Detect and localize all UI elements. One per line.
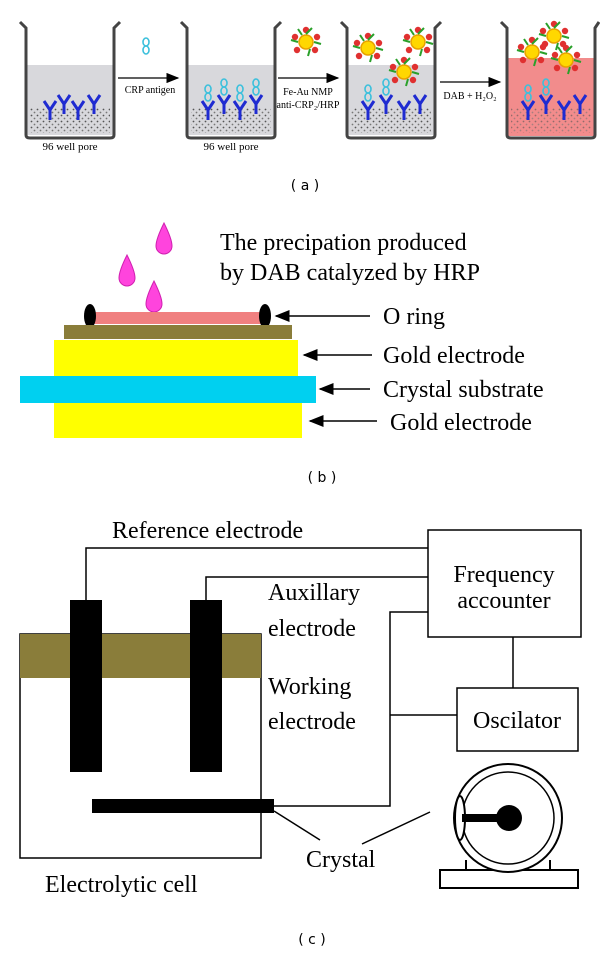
nanoparticle bbox=[538, 19, 570, 51]
arrow-2-label-line1: Fe-Au NMP bbox=[283, 87, 333, 98]
label-electrolytic-cell: Electrolytic cell bbox=[45, 872, 198, 898]
reference-electrode-rod bbox=[70, 600, 102, 772]
antigen-icon bbox=[142, 37, 150, 55]
wire-crystal bbox=[274, 611, 428, 807]
label-crystal-substrate: Crystal substrate bbox=[383, 377, 544, 403]
droplet-icon bbox=[118, 253, 136, 287]
label-reference-electrode: Reference electrode bbox=[112, 518, 303, 544]
panel-b: The precipation produced by DAB catalyze… bbox=[20, 221, 544, 486]
panel-b-title-line2: by DAB catalyzed by HRP bbox=[220, 260, 480, 286]
gold-electrode-bottom bbox=[54, 403, 302, 438]
nanoparticle bbox=[352, 31, 384, 63]
label-oscillator: Oscilator bbox=[473, 708, 561, 734]
crystal-pointer bbox=[361, 811, 431, 845]
panel-c: Reference electrode Auxillary electrode … bbox=[19, 518, 582, 948]
label-gold-electrode-top: Gold electrode bbox=[383, 343, 525, 369]
arrow-3-label: DAB + H₂O₂ bbox=[443, 91, 496, 102]
beaker-4 bbox=[499, 19, 600, 140]
wire-reference bbox=[85, 547, 428, 600]
beaker-3-glass bbox=[339, 20, 443, 140]
beaker-2: 96 well pore bbox=[179, 20, 283, 153]
precipitate-layer bbox=[90, 312, 265, 324]
panel-b-label: ( b ) bbox=[308, 470, 337, 486]
droplet-icon bbox=[145, 279, 163, 313]
o-ring-right bbox=[259, 304, 271, 328]
beaker-3-well-bottom bbox=[351, 108, 431, 133]
beaker-1: 96 well pore bbox=[18, 20, 122, 153]
panel-b-title-line1: The precipation produced bbox=[220, 230, 467, 256]
label-auxiliary-line2: electrode bbox=[268, 616, 356, 642]
label-o-ring: O ring bbox=[383, 304, 445, 330]
crystal-holder-icon bbox=[439, 763, 579, 889]
oscillator-box bbox=[456, 687, 579, 752]
beaker-1-well-bottom bbox=[30, 108, 110, 133]
arrow-2: Fe-Au NMP anti-CRP₂/HRP bbox=[277, 25, 340, 111]
olive-layer bbox=[64, 325, 292, 339]
beaker-1-glass bbox=[18, 20, 122, 140]
label-working-line2: electrode bbox=[268, 709, 356, 735]
crystal-plate bbox=[92, 799, 274, 813]
label-crystal: Crystal bbox=[306, 847, 376, 873]
beaker-4-glass bbox=[499, 20, 600, 140]
panel-c-label: ( c ) bbox=[298, 932, 326, 948]
beaker-2-caption: 96 well pore bbox=[204, 141, 259, 153]
label-frequency-line1: Frequency bbox=[453, 562, 554, 588]
o-ring-left bbox=[84, 304, 96, 328]
droplet-icon bbox=[155, 221, 173, 255]
beaker-2-well-bottom bbox=[191, 108, 271, 133]
beaker-4-well-bottom bbox=[511, 108, 591, 133]
label-gold-electrode-bottom: Gold electrode bbox=[390, 410, 532, 436]
wire-auxiliary bbox=[205, 576, 428, 600]
nanoparticle-icon bbox=[290, 25, 322, 57]
arrow-3: DAB + H₂O₂ bbox=[440, 76, 502, 102]
beaker-2-glass bbox=[179, 20, 283, 140]
crystal-substrate bbox=[20, 376, 316, 403]
arrow-2-label-line2: anti-CRP₂/HRP bbox=[277, 100, 340, 111]
panel-a-label: ( a ) bbox=[291, 178, 319, 194]
arrow-1: CRP antigen bbox=[118, 37, 180, 96]
label-working-line1: Working bbox=[268, 674, 351, 700]
crystal-leader bbox=[273, 810, 321, 841]
cell-lid bbox=[20, 634, 261, 678]
nanoparticle bbox=[402, 25, 434, 57]
beaker-3 bbox=[339, 20, 443, 140]
gold-electrode-top bbox=[54, 340, 298, 378]
arrow-1-label: CRP antigen bbox=[125, 85, 175, 96]
frequency-counter-box bbox=[427, 529, 582, 638]
beaker-1-caption: 96 well pore bbox=[43, 141, 98, 153]
panel-a: 96 well pore CRP antigen 96 well pore bbox=[18, 19, 600, 194]
auxiliary-electrode-rod bbox=[190, 600, 222, 772]
label-frequency-line2: accounter bbox=[457, 588, 550, 614]
label-auxiliary-line1: Auxillary bbox=[268, 580, 360, 606]
